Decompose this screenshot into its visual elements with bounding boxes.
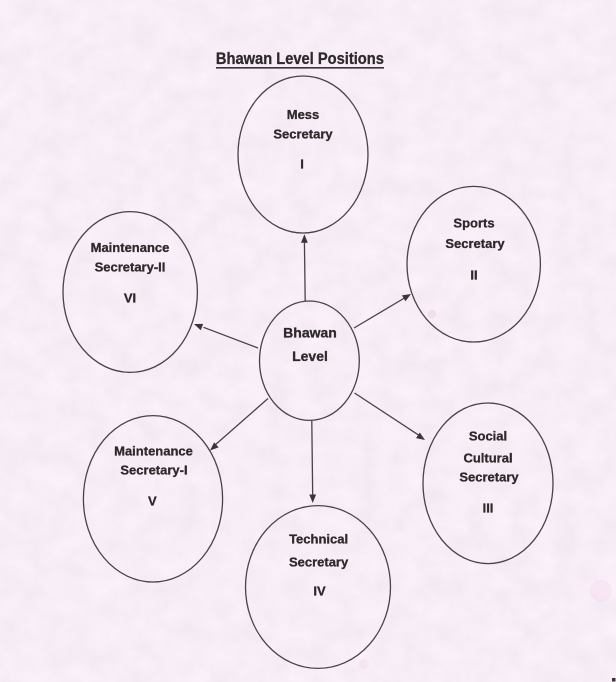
svg-text:Secretary: Secretary: [289, 555, 349, 570]
svg-text:Secretary: Secretary: [445, 236, 505, 251]
svg-text:III: III: [483, 501, 494, 516]
svg-text:Maintenance: Maintenance: [91, 240, 170, 255]
svg-text:Cultural: Cultural: [463, 451, 512, 466]
svg-text:Maintenance: Maintenance: [114, 443, 193, 458]
svg-text:Secretary-I: Secretary-I: [120, 463, 187, 478]
svg-text:I: I: [300, 157, 304, 172]
svg-text:Secretary-II: Secretary-II: [95, 260, 166, 275]
svg-text:Secretary: Secretary: [273, 127, 333, 142]
svg-text:VI: VI: [124, 291, 136, 306]
svg-text:Technical: Technical: [289, 532, 348, 547]
svg-text:Level: Level: [292, 348, 328, 364]
svg-text:V: V: [148, 494, 157, 509]
svg-text:Mess: Mess: [287, 107, 320, 122]
svg-text:Sports: Sports: [453, 216, 494, 231]
svg-text:Bhawan: Bhawan: [283, 324, 337, 340]
svg-text:Bhawan Level Positions: Bhawan Level Positions: [216, 50, 384, 68]
svg-text:Social: Social: [469, 429, 507, 444]
svg-text:Secretary: Secretary: [459, 470, 519, 485]
svg-text:IV: IV: [313, 584, 326, 599]
svg-text:II: II: [470, 268, 477, 283]
